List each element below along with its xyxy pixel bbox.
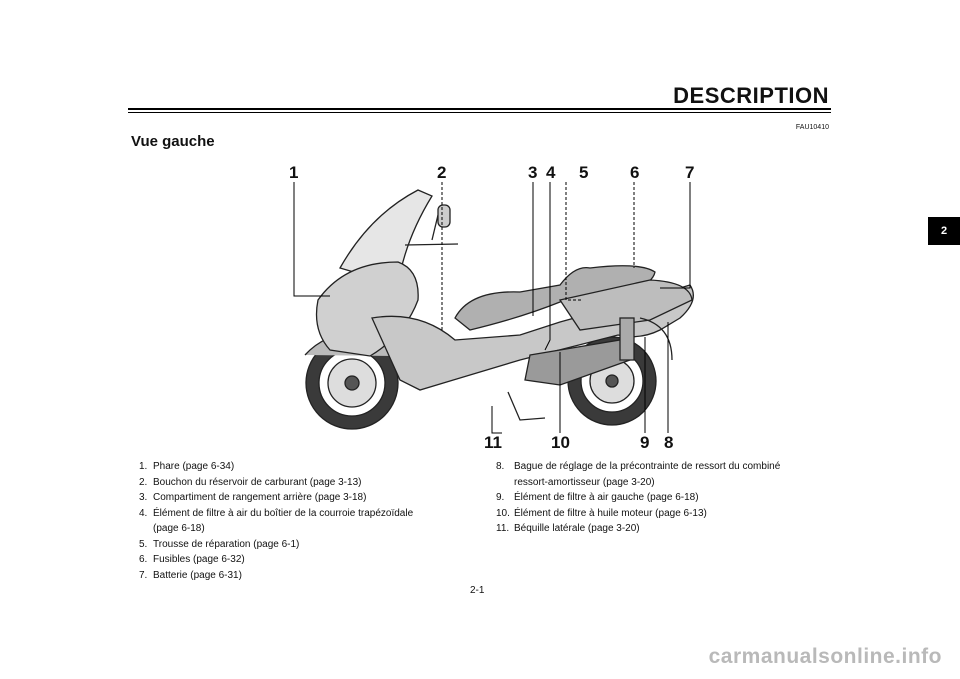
list-item: 9.Élément de filtre à air gauche (page 6… — [496, 492, 699, 503]
list-item: ressort-amortisseur (page 3-20) — [514, 476, 655, 488]
legend-list-right: 8.Bague de réglage de la précontrainte d… — [496, 459, 816, 537]
page-number: 2-1 — [470, 585, 485, 596]
callout-11: 11 — [484, 433, 502, 452]
callout-2: 2 — [437, 163, 447, 182]
callout-4: 4 — [546, 163, 556, 182]
callout-7: 7 — [685, 163, 695, 182]
list-item: 8.Bague de réglage de la précontrainte d… — [496, 461, 781, 472]
callout-8: 8 — [664, 433, 674, 452]
header-rule — [128, 108, 831, 110]
chapter-tab[interactable]: 2 — [928, 217, 960, 245]
list-item: 5.Trousse de réparation (page 6-1) — [139, 538, 300, 550]
header-rule-thin — [128, 112, 831, 113]
callout-5: 5 — [579, 163, 589, 182]
document-code: FAU10410 — [795, 124, 829, 131]
list-item: 4.Élément de filtre à air du boîtier de … — [139, 507, 414, 519]
callout-3: 3 — [528, 163, 538, 182]
callout-6: 6 — [630, 163, 640, 182]
list-item: 7.Batterie (page 6-31) — [139, 569, 242, 581]
section-title: Vue gauche — [131, 133, 215, 150]
callout-9: 9 — [640, 433, 650, 452]
watermark: carmanualsonline.info — [708, 645, 942, 668]
list-item: 6.Fusibles (page 6-32) — [139, 554, 245, 565]
page-header-title: DESCRIPTION — [673, 83, 829, 108]
list-item: 1.Phare (page 6-34) — [139, 461, 235, 472]
list-item: 11.Béquille latérale (page 3-20) — [496, 523, 640, 534]
list-item: (page 6-18) — [153, 523, 205, 534]
callout-10: 10 — [551, 433, 570, 452]
list-item: 10.Élément de filtre à huile moteur (pag… — [496, 507, 707, 519]
list-item: 2.Bouchon du réservoir de carburant (pag… — [139, 476, 362, 488]
legend-list-left: 1.Phare (page 6-34) 2.Bouchon du réservo… — [139, 459, 469, 583]
list-item: 3.Compartiment de rangement arrière (pag… — [139, 492, 367, 503]
callout-1: 1 — [289, 163, 299, 182]
